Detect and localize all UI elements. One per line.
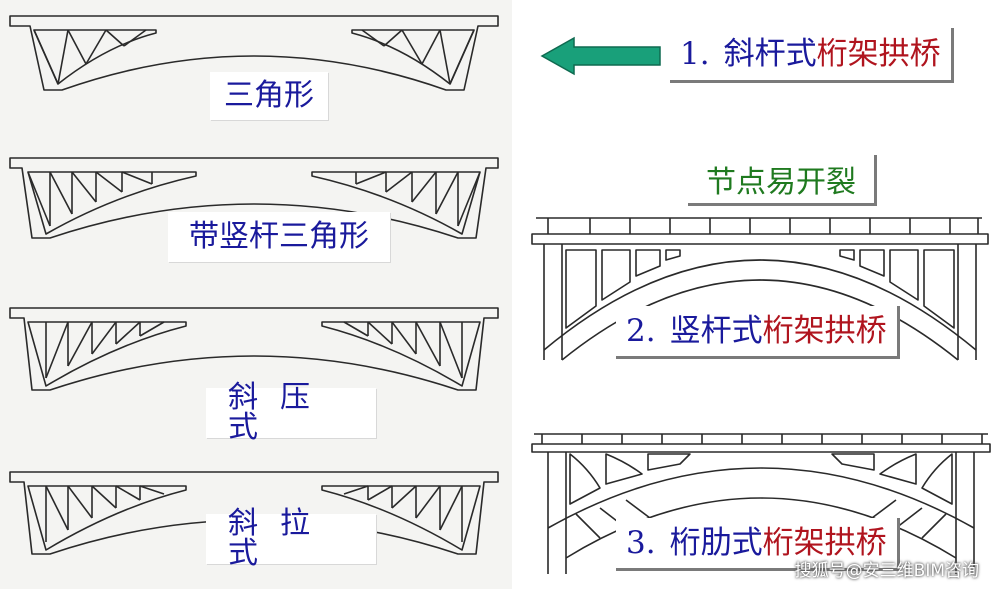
- diagonal-compression-truss-bridge-drawing: [6, 304, 502, 394]
- callout-suffix: 桁架拱桥: [762, 524, 887, 561]
- callout-suffix: 桁架拱桥: [816, 35, 941, 72]
- callout-diagonal-truss-arch: 1. 斜杆式 桁架拱桥: [670, 28, 954, 83]
- callout-type: 竖杆式: [669, 312, 763, 349]
- callout-type: 桁肋式: [669, 524, 763, 561]
- callout-vertical-rod-truss-arch: 2. 竖杆式 桁架拱桥: [616, 306, 900, 359]
- label-diagonal-compression: 斜压式: [206, 383, 376, 443]
- callout-type: 斜杆式: [723, 35, 817, 72]
- callout-number: 1.: [680, 35, 710, 72]
- label-vertical-triangle: 带竖杆三角形: [168, 212, 390, 262]
- callout-number: 2.: [626, 312, 656, 349]
- truss-rib-arch-drawing: [530, 428, 992, 578]
- label-triangle: 三角形: [210, 72, 328, 120]
- vertical-triangle-truss-bridge-drawing: [6, 154, 502, 242]
- label-diagonal-tension: 斜拉式: [206, 509, 376, 569]
- left-arrow-icon: [540, 36, 662, 80]
- callout-suffix: 桁架拱桥: [762, 312, 887, 349]
- triangle-truss-bridge-drawing: [6, 12, 502, 94]
- node-cracking-note: 节点易开裂: [688, 155, 877, 206]
- watermark: 搜狐号@安三维BIM咨询: [794, 561, 979, 581]
- callout-truss-rib-arch: 3. 桁肋式 桁架拱桥: [616, 518, 900, 571]
- callout-number: 3.: [626, 524, 656, 561]
